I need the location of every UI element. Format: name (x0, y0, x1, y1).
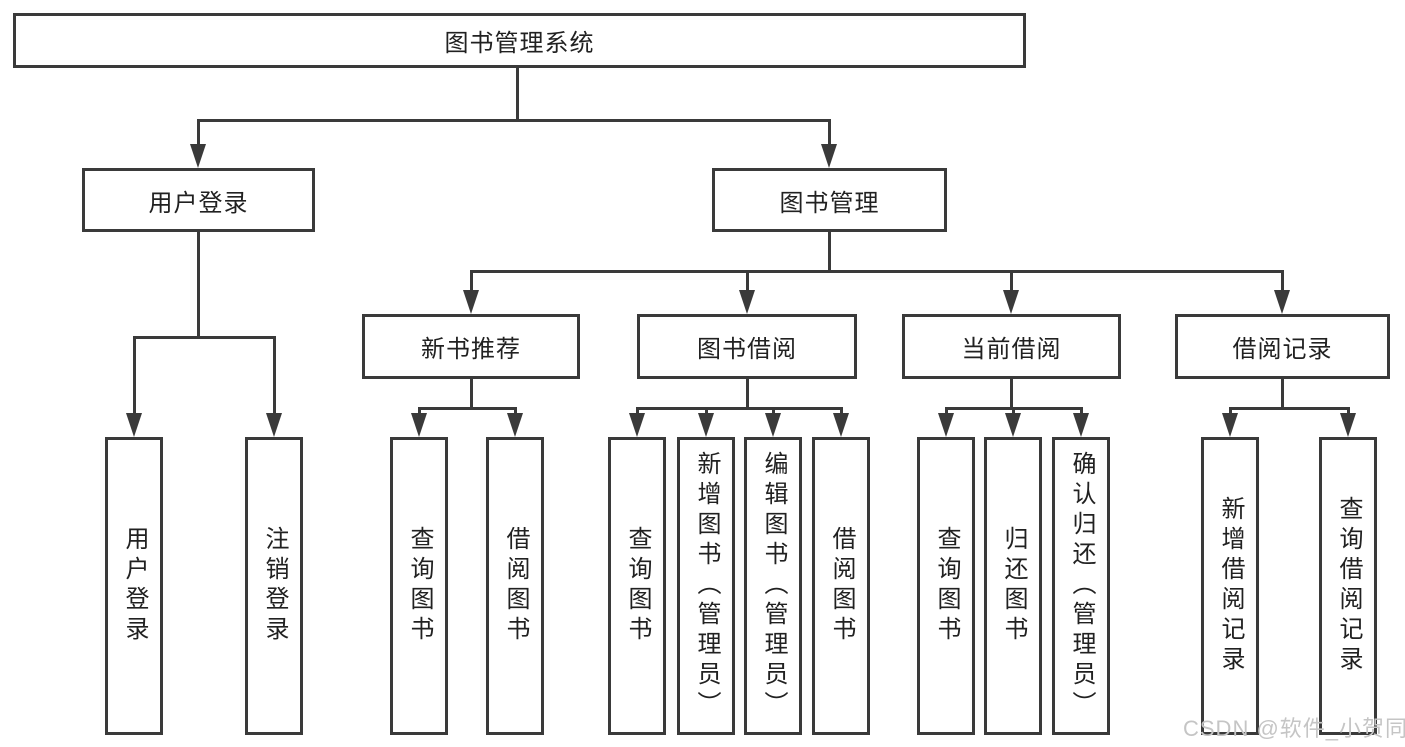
arrow-down-icon (698, 407, 714, 437)
arrow-down-icon (1274, 270, 1290, 314)
connector-current-borrowing-trunk (1010, 379, 1013, 410)
arrow-down-icon (1003, 270, 1019, 314)
leaf-logout-login: 注销登录 (245, 437, 303, 735)
connector-user-login-bus (133, 336, 275, 339)
node-label: 查询图书 (406, 526, 433, 646)
node-label: 查询借阅记录 (1335, 496, 1362, 676)
leaf-query-borrow-record: 查询借阅记录 (1319, 437, 1377, 735)
arrow-down-icon (629, 407, 645, 437)
connector-borrowing-records-bus (1229, 407, 1350, 410)
leaf-return-books: 归还图书 (984, 437, 1042, 735)
connector-borrowing-records-trunk (1281, 379, 1284, 410)
arrow-down-icon (938, 407, 954, 437)
node-label: 查询图书 (933, 526, 960, 646)
leaf-borrow-books-borrowing: 借阅图书 (812, 437, 870, 735)
node-label: 归还图书 (1000, 526, 1027, 646)
connector-book-management-trunk (828, 232, 831, 273)
node-label: 用户登录 (148, 189, 249, 217)
connector-root-trunk (516, 68, 519, 122)
node-label: 图书管理系统 (444, 30, 595, 57)
node-label: 借阅图书 (502, 526, 529, 646)
leaf-user-login: 用户登录 (105, 437, 163, 735)
arrow-down-icon (1340, 407, 1356, 437)
arrow-down-icon (463, 270, 479, 314)
node-label: 图书借阅 (697, 336, 797, 363)
node-book-management: 图书管理 (712, 168, 947, 232)
node-user-login: 用户登录 (82, 168, 315, 232)
node-label: 用户登录 (121, 526, 148, 646)
connector-root-bus (197, 119, 831, 122)
node-label: 注销登录 (261, 526, 288, 646)
arrow-down-icon (1005, 407, 1021, 437)
leaf-add-books-admin: 新增图书（管理员） (677, 437, 735, 735)
leaf-confirm-return-admin: 确认归还（管理员） (1052, 437, 1110, 735)
connector-book-borrowing-bus (636, 407, 843, 410)
arrow-down-icon (1073, 407, 1089, 437)
node-label: 图书管理 (779, 189, 880, 217)
node-label: 确认归还（管理员） (1068, 451, 1095, 721)
arrow-down-icon (266, 336, 282, 437)
connector-book-management-bus (470, 270, 1283, 273)
csdn-watermark: CSDN @软件_小贺同学 (1183, 716, 1405, 741)
node-label: 编辑图书（管理员） (760, 451, 787, 721)
connector-new-book-bus (418, 407, 517, 410)
connector-user-login-trunk (197, 232, 200, 339)
arrow-down-icon (507, 407, 523, 437)
node-library-management-system: 图书管理系统 (13, 13, 1026, 68)
arrow-down-icon (739, 270, 755, 314)
leaf-edit-books-admin: 编辑图书（管理员） (744, 437, 802, 735)
node-label: 新书推荐 (421, 336, 521, 363)
arrow-down-icon (765, 407, 781, 437)
leaf-query-books-current: 查询图书 (917, 437, 975, 735)
node-label: 借阅图书 (828, 526, 855, 646)
connector-new-book-trunk (470, 379, 473, 410)
connector-book-borrowing-trunk (746, 379, 749, 410)
arrow-down-icon (411, 407, 427, 437)
node-book-borrowing: 图书借阅 (637, 314, 857, 379)
leaf-borrow-books-recommend: 借阅图书 (486, 437, 544, 735)
node-new-book-recommend: 新书推荐 (362, 314, 580, 379)
node-label: 新增借阅记录 (1217, 496, 1244, 676)
node-label: 查询图书 (624, 526, 651, 646)
arrow-down-icon (833, 407, 849, 437)
node-current-borrowing: 当前借阅 (902, 314, 1121, 379)
leaf-add-borrow-record: 新增借阅记录 (1201, 437, 1259, 735)
node-borrowing-records: 借阅记录 (1175, 314, 1390, 379)
leaf-query-books-recommend: 查询图书 (390, 437, 448, 735)
node-label: 借阅记录 (1232, 336, 1333, 363)
leaf-query-books-borrowing: 查询图书 (608, 437, 666, 735)
arrow-down-icon (1222, 407, 1238, 437)
node-label: 新增图书（管理员） (693, 451, 720, 721)
arrow-down-icon (190, 119, 206, 168)
node-label: 当前借阅 (961, 336, 1062, 363)
arrow-down-icon (126, 336, 142, 437)
arrow-down-icon (821, 119, 837, 168)
